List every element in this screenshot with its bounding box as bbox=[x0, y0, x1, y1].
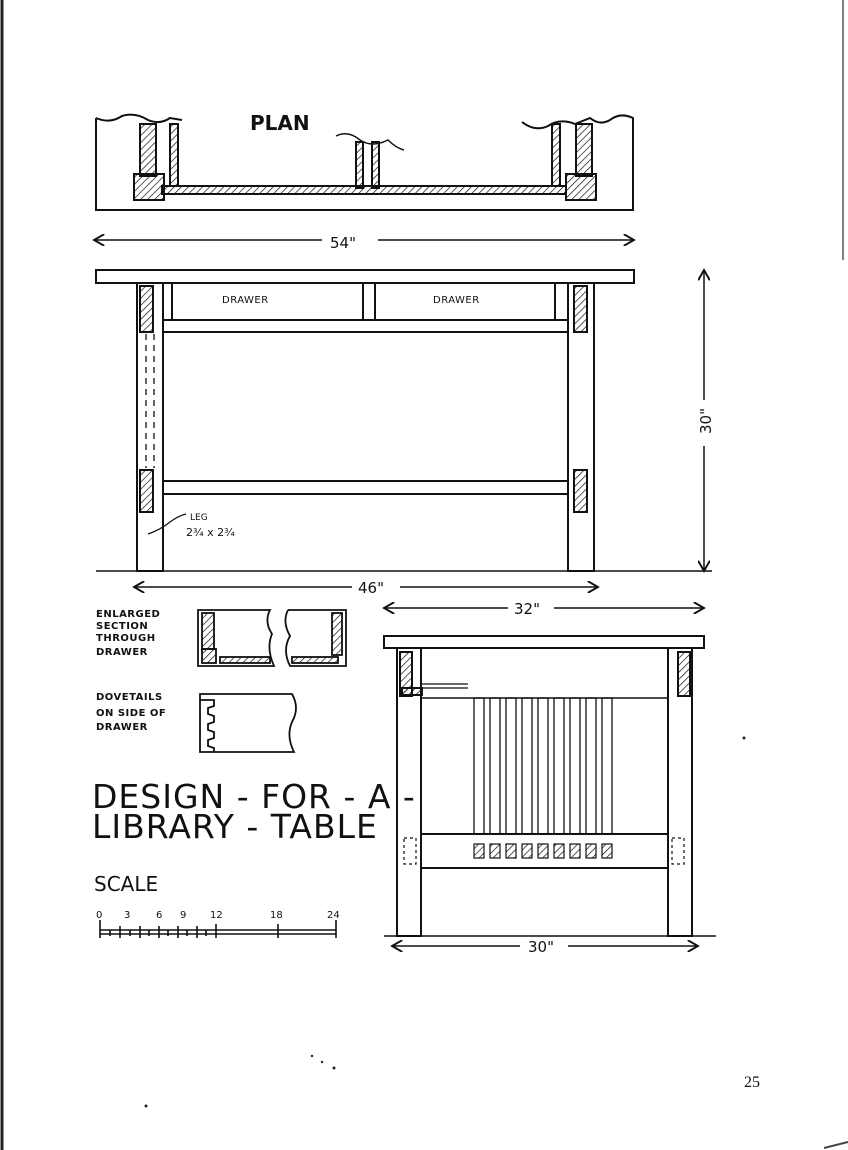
design-title-line2: LIBRARY - TABLE bbox=[92, 807, 378, 846]
dovetails-line2: ON SIDE OF bbox=[96, 708, 166, 719]
dovetails-line1: DOVETAILS bbox=[96, 692, 163, 703]
front-drawer-right-label: DRAWER bbox=[433, 295, 480, 306]
enlarged-section-drawing bbox=[197, 609, 347, 667]
plan-width-label: 54" bbox=[330, 234, 356, 252]
front-drawer-left-label: DRAWER bbox=[222, 295, 269, 306]
scale-tick-12: 12 bbox=[210, 910, 223, 921]
leg-label-line2: 2¾ x 2¾ bbox=[186, 526, 235, 539]
scale-title: SCALE bbox=[94, 872, 158, 896]
plan-view bbox=[95, 113, 634, 211]
scale-tick-18: 18 bbox=[270, 910, 283, 921]
side-bottom-label: 30" bbox=[528, 938, 554, 956]
leg-span-label: 46" bbox=[358, 579, 384, 597]
enlarged-section-line1: ENLARGED bbox=[96, 609, 160, 620]
scan-specks bbox=[144, 736, 746, 1108]
scale-tick-24: 24 bbox=[327, 910, 340, 921]
leg-span-dimension: 46" bbox=[134, 579, 598, 597]
enlarged-section-line3: THROUGH bbox=[96, 633, 156, 644]
side-top-label: 32" bbox=[514, 600, 540, 618]
side-top-dimension: 32" bbox=[384, 600, 704, 618]
scale-tick-0: 0 bbox=[96, 910, 102, 921]
plan-title: PLAN bbox=[250, 111, 310, 135]
leg-label-line1: LEG bbox=[190, 513, 208, 523]
plan-width-dimension: 54" bbox=[94, 234, 634, 252]
dovetails-line3: DRAWER bbox=[96, 722, 148, 733]
side-tabletop bbox=[383, 635, 705, 649]
enlarged-section-line2: SECTION bbox=[96, 621, 148, 632]
scale-tick-6: 6 bbox=[156, 910, 162, 921]
scale-tick-9: 9 bbox=[180, 910, 186, 921]
side-elevation bbox=[383, 635, 716, 937]
enlarged-section-line4: DRAWER bbox=[96, 647, 148, 658]
design-title-line1: DESIGN - FOR - A - bbox=[92, 777, 416, 816]
dovetails-drawing bbox=[199, 693, 297, 753]
scale-tick-3: 3 bbox=[124, 910, 130, 921]
front-height-dimension: 30" bbox=[697, 270, 715, 571]
page-number: 25 bbox=[744, 1074, 760, 1091]
scale-bar bbox=[99, 920, 337, 938]
front-elevation bbox=[95, 269, 712, 572]
front-height-label: 30" bbox=[697, 408, 715, 434]
side-bottom-dimension: 30" bbox=[392, 938, 698, 956]
front-tabletop bbox=[95, 269, 635, 284]
